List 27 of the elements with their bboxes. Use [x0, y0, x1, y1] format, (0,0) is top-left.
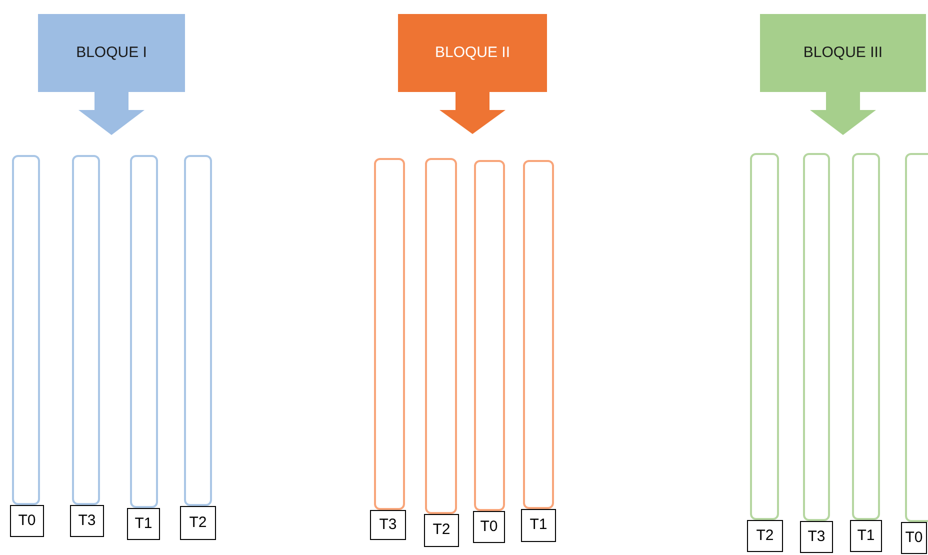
label-box: T2 — [424, 514, 459, 547]
tall-strip — [184, 155, 212, 506]
label-box: T2 — [747, 520, 783, 552]
label-box: T2 — [180, 506, 216, 540]
tall-strip — [905, 153, 928, 522]
block-title: BLOQUE II — [434, 42, 510, 63]
label-box: T0 — [901, 522, 927, 554]
tall-strip — [12, 155, 40, 505]
label-box: T0 — [10, 505, 44, 537]
label-box: T1 — [850, 520, 882, 552]
label-box: T1 — [521, 509, 556, 542]
tall-strip — [474, 160, 505, 511]
tall-strip — [750, 153, 779, 520]
block-title: BLOQUE III — [803, 42, 883, 63]
tall-strip — [72, 155, 100, 505]
tall-strip — [425, 158, 457, 514]
tall-strip — [130, 155, 158, 508]
tall-strip — [852, 153, 880, 520]
label-box: T3 — [800, 521, 833, 553]
tall-strip — [374, 158, 405, 510]
label-box: T0 — [473, 511, 505, 543]
label-box: T3 — [70, 505, 104, 537]
tall-strip — [523, 160, 554, 509]
label-box: T1 — [127, 508, 160, 540]
block-title: BLOQUE I — [76, 42, 147, 63]
tall-strip — [803, 153, 830, 521]
label-box: T3 — [370, 510, 406, 540]
